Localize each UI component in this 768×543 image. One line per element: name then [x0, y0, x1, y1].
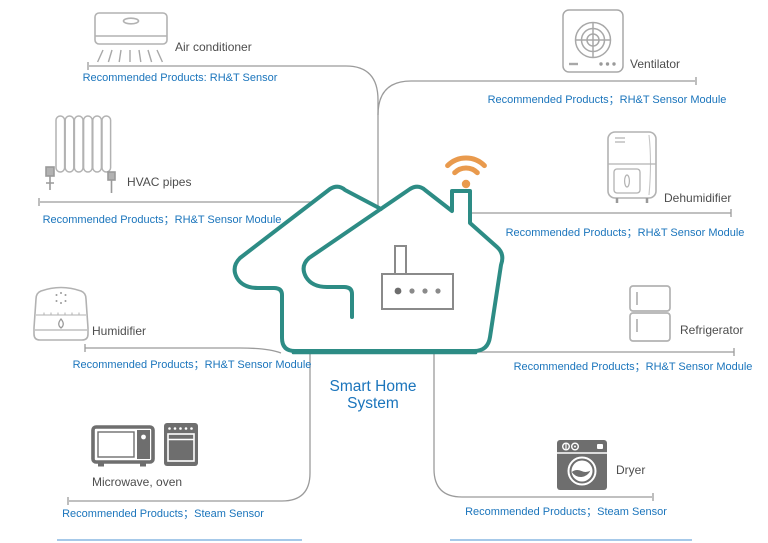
humidifier-icon [33, 286, 89, 341]
refrigerator-label: Refrigerator [680, 323, 744, 337]
hvac-pipes-recommendation: Recommended Products；RH&T Sensor Module [42, 214, 282, 226]
connector-dryer [433, 354, 654, 501]
hvac-pipes-label: HVAC pipes [127, 175, 192, 189]
connector-lines [38, 62, 735, 505]
connector-air-conditioner [87, 62, 379, 206]
humidifier-label: Humidifier [92, 324, 147, 338]
connector-hvac-pipes [38, 198, 315, 206]
humidifier-recommendation: Recommended Products；RH&T Sensor Module [72, 359, 312, 371]
microwave-oven-icon [91, 423, 198, 467]
dryer-label: Dryer [616, 463, 646, 477]
dryer-recommendation: Recommended Products；Steam Sensor [465, 506, 667, 518]
microwave-icon [91, 425, 155, 467]
connector-microwave-oven [67, 354, 311, 505]
ventilator-label: Ventilator [630, 57, 681, 71]
bottom-left-underline [57, 539, 302, 541]
dehumidifier-icon [607, 131, 657, 203]
router-icon [381, 245, 454, 310]
refrigerator-icon [629, 285, 671, 342]
connector-refrigerator [478, 348, 735, 356]
wifi-icon [445, 155, 487, 189]
ventilator-recommendation: Recommended Products；RH&T Sensor Module [487, 94, 727, 106]
oven-icon [164, 423, 198, 466]
connector-humidifier [84, 344, 282, 354]
air-conditioner-recommendation: Recommended Products: RH&T Sensor [82, 72, 278, 84]
refrigerator-recommendation: Recommended Products；RH&T Sensor Module [513, 361, 753, 373]
dryer-icon [557, 440, 607, 490]
ventilator-icon [562, 9, 624, 73]
connector-ventilator [377, 77, 697, 116]
microwave-oven-recommendation: Recommended Products；Steam Sensor [62, 508, 264, 520]
connector-dehumidifier [470, 209, 732, 217]
hvac-pipes-icon [45, 115, 116, 193]
diagram-title: Smart Home System [329, 378, 417, 412]
dehumidifier-label: Dehumidifier [664, 191, 732, 205]
bottom-right-underline [450, 539, 692, 541]
air-conditioner-label: Air conditioner [175, 40, 252, 54]
microwave-oven-label: Microwave, oven [92, 475, 183, 489]
air-conditioner-icon [94, 12, 168, 63]
house-icon [232, 184, 505, 355]
dehumidifier-recommendation: Recommended Products；RH&T Sensor Module [505, 227, 745, 239]
